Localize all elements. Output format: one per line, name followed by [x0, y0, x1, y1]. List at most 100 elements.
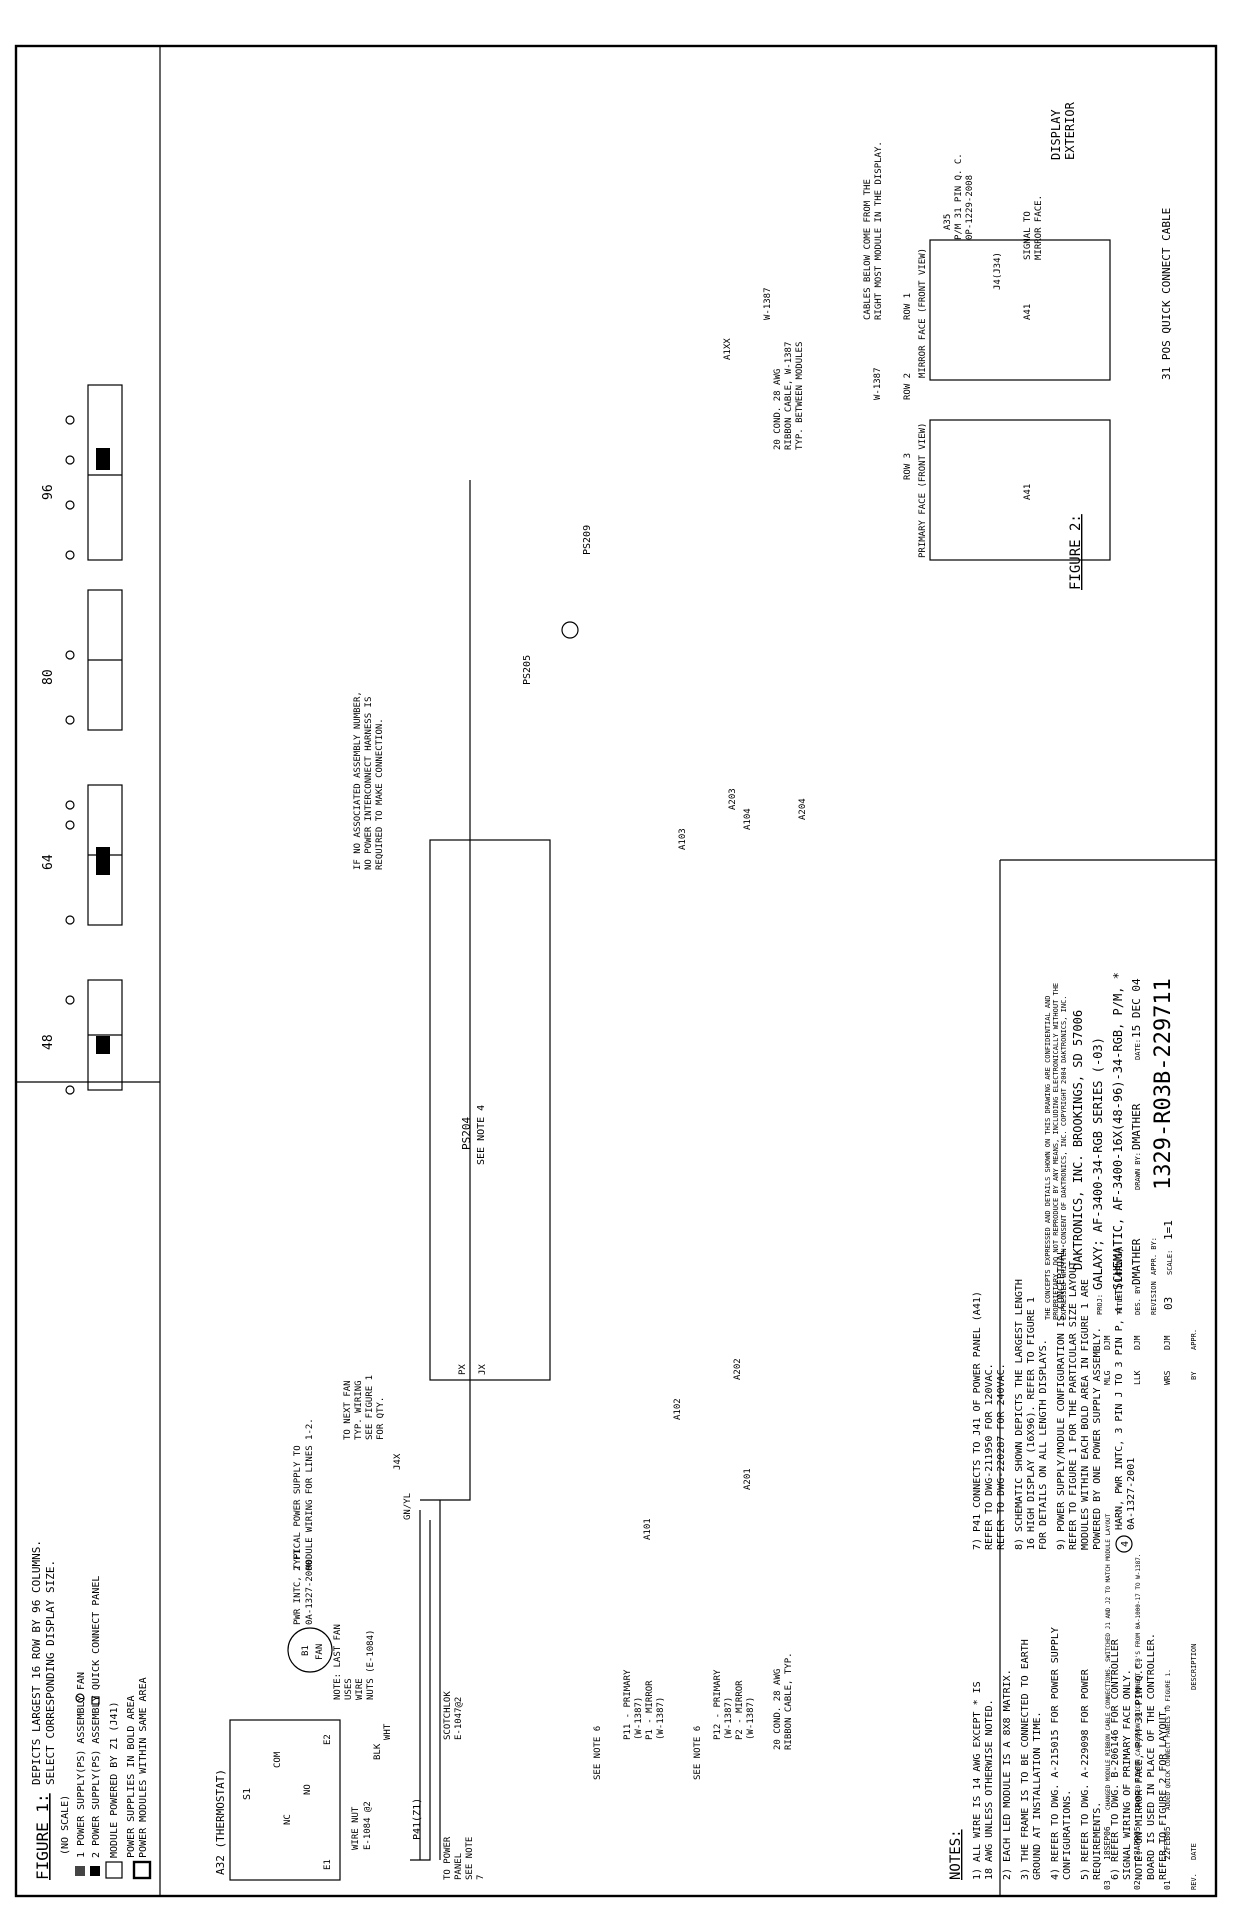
note-line: REFER TO DWG-211950 FOR 120VAC.	[984, 1363, 995, 1550]
note-if-no-1: IF NO ASSOCIATED ASSEMBLY NUMBER,	[353, 691, 363, 870]
note-line: 2) EACH LED MODULE IS A 8X8 MATRIX.	[1002, 1669, 1013, 1880]
thermostat-box	[229, 1719, 341, 1881]
grid-96: 96	[41, 384, 123, 561]
note-line: 7) P41 CONNECTS TO J41 OF POWER PANEL (A…	[972, 1291, 983, 1550]
cables-below-2: RIGHT MOST MODULE IN THE DISPLAY.	[874, 141, 884, 320]
tb-revision: 03	[1162, 1297, 1175, 1310]
j4x-label: J4X	[393, 1453, 403, 1470]
note-if-no-3: REQUIRED TO MAKE CONNECTION.	[375, 718, 385, 870]
note-4-marker	[1115, 1535, 1133, 1553]
figure1-desc2: SELECT CORRESPONDING DISPLAY SIZE.	[44, 1560, 57, 1785]
title-block: THE CONCEPTS EXPRESSED AND DETAILS SHOWN…	[1044, 972, 1198, 1890]
module-a202: A202	[733, 1358, 743, 1380]
legend-bold-2: POWER MODULES WITHIN SAME AREA	[138, 1677, 149, 1858]
note-last-fan-3: WIRE	[355, 1678, 365, 1700]
note-line: 5) REFER TO DWG. A-229098 FOR POWER	[1080, 1668, 1091, 1880]
rev-row-03-desc: CHANGED MODULE RIBBON CABLE CONNECTIONS.…	[1105, 1513, 1112, 1810]
note-line: BOARD IS USED IN PLACE OF THE CONTROLLER…	[1146, 1633, 1157, 1880]
to-next-fan-2: TYP. WIRING	[354, 1380, 364, 1440]
ps204-box	[429, 839, 551, 1381]
fan-icon	[65, 500, 75, 510]
a35-2: P/M 31 PIN Q. C.	[954, 153, 964, 240]
rev-row-01-appr: DJM	[1163, 1335, 1172, 1350]
rev-row-03-date: 18SEP06	[1103, 1826, 1112, 1860]
grid-64: 64	[41, 784, 123, 926]
tb-confidential-1: THE CONCEPTS EXPRESSED AND DETAILS SHOWN…	[1044, 995, 1052, 1320]
tb-scale: 1=1	[1162, 1220, 1175, 1240]
note-last-fan-2: USES	[344, 1678, 354, 1700]
tb-drawing-number: 1329-R03B-229711	[1151, 978, 1176, 1190]
note-line: CONFIGURATIONS.	[1062, 1790, 1073, 1880]
to-power-panel-1: TO POWER	[443, 1836, 453, 1880]
wire-nut-2: E-1084 @2	[363, 1801, 373, 1850]
p12-3: P2 - MIRROR	[735, 1680, 745, 1740]
note-line: 1) ALL WIRE IS 14 AWG EXCEPT * IS	[972, 1681, 983, 1880]
schematic-main: A32 (THERMOSTAT) S1 COM NC NO E1 E2 WIRE…	[214, 101, 1173, 1881]
fan-icon	[65, 715, 75, 725]
pwr-intc-1: PWR INTC, 2 FT	[293, 1549, 303, 1625]
display-exterior-1: DISPLAY	[1049, 109, 1063, 160]
rev-hdr-rev: REV.	[1190, 1873, 1198, 1890]
legend-fan: FAN	[76, 1672, 87, 1690]
w1387-b: W-1387	[873, 367, 883, 400]
tb-title: SCHEMATIC, AF-3400-16X(48-96)-34-RGB, P/…	[1111, 972, 1125, 1290]
legend-module-swatch	[105, 1861, 123, 1879]
ps-block	[96, 847, 110, 875]
cables-below-1: CABLES BELOW COME FROM THE	[863, 179, 873, 320]
tb-drawn-label: DRAWN BY:	[1134, 1152, 1142, 1190]
rev-row-03-rev: 03	[1103, 1880, 1112, 1890]
ps-block	[96, 448, 110, 470]
legend-2ps: 2 POWER SUPPLY(PS) ASSEMBLY	[91, 1695, 102, 1858]
notes: NOTES: 1) ALL WIRE IS 14 AWG EXCEPT * IS…	[948, 1243, 1169, 1880]
tb-title-label: TITLE:	[1116, 1290, 1124, 1315]
col-label-48: 48	[41, 1034, 56, 1050]
w1387-a: W-1387	[763, 287, 773, 320]
no-label: NO	[303, 1784, 313, 1795]
typical-ps-2: MODULE WIRING FOR LINES 1-2.	[305, 1418, 315, 1570]
col-label-64: 64	[41, 854, 56, 870]
wire-nut-1: WIRE NUT	[351, 1806, 361, 1850]
note-harn-2: 0A-1327-2001	[1126, 1458, 1137, 1530]
fan-icon	[65, 650, 75, 660]
legend-qc: QUICK CONNECT PANEL	[91, 1576, 102, 1690]
module-a204: A204	[798, 798, 808, 820]
tb-des: DMATHER	[1130, 1238, 1143, 1285]
rev-row-02-date: 28APR05	[1133, 1826, 1142, 1860]
rev-row-03-appr: DJM	[1103, 1335, 1112, 1350]
p11-4: (W-1387)	[656, 1697, 666, 1740]
tb-company: DAKTRONICS, INC. BROOKINGS, SD 57006	[1071, 1010, 1085, 1270]
e1-label: E1	[323, 1859, 333, 1870]
rev-row-02-rev: 02	[1133, 1880, 1142, 1890]
ps209-label: PS209	[582, 525, 593, 555]
tb-drawn: DMATHER	[1130, 1103, 1143, 1150]
wire-blk: BLK	[373, 1743, 383, 1760]
rev-hdr-desc: DESCRIPTION	[1190, 1644, 1198, 1690]
wire-wht: WHT	[383, 1723, 393, 1740]
ps204-note: SEE NOTE 4	[476, 1105, 487, 1165]
rev-row-03-by: MLG	[1103, 1370, 1112, 1385]
to-power-panel-4: 7	[476, 1875, 486, 1880]
module-a103: A103	[678, 828, 688, 850]
rev-hdr-by: BY	[1190, 1371, 1198, 1380]
ps204-label: PS204	[460, 1117, 473, 1150]
figure2-title: FIGURE 2:	[1068, 514, 1084, 590]
fan-icon	[75, 1693, 85, 1703]
rev-row-01-date: 22FEB05	[1163, 1826, 1172, 1860]
rev-row-01-rev: 01	[1163, 1880, 1172, 1890]
qc-panel-icon	[91, 1696, 100, 1705]
p12-4: (W-1387)	[746, 1697, 756, 1740]
tb-appr-label: APPR. BY:	[1150, 1237, 1158, 1275]
rev-row-01-by: WRS	[1163, 1370, 1172, 1385]
fan-icon	[65, 820, 75, 830]
tb-proj: GALAXY; AF-3400-34-RGB SERIES (-03)	[1091, 1037, 1105, 1290]
scotchlok-2: E-1047@2	[454, 1697, 464, 1740]
note-4-marker-text: 4	[1120, 1541, 1131, 1547]
tb-revision-label: REVISION	[1150, 1281, 1158, 1315]
p11-2: (W-1387)	[634, 1697, 644, 1740]
ribbon-left-1: 20 COND. 28 AWG	[773, 1669, 783, 1750]
note-line: REQUIREMENTS.	[1092, 1802, 1103, 1880]
to-next-fan-4: FOR QTY.	[376, 1397, 386, 1440]
s1-label: S1	[242, 1788, 253, 1800]
wire-run	[420, 480, 471, 1501]
